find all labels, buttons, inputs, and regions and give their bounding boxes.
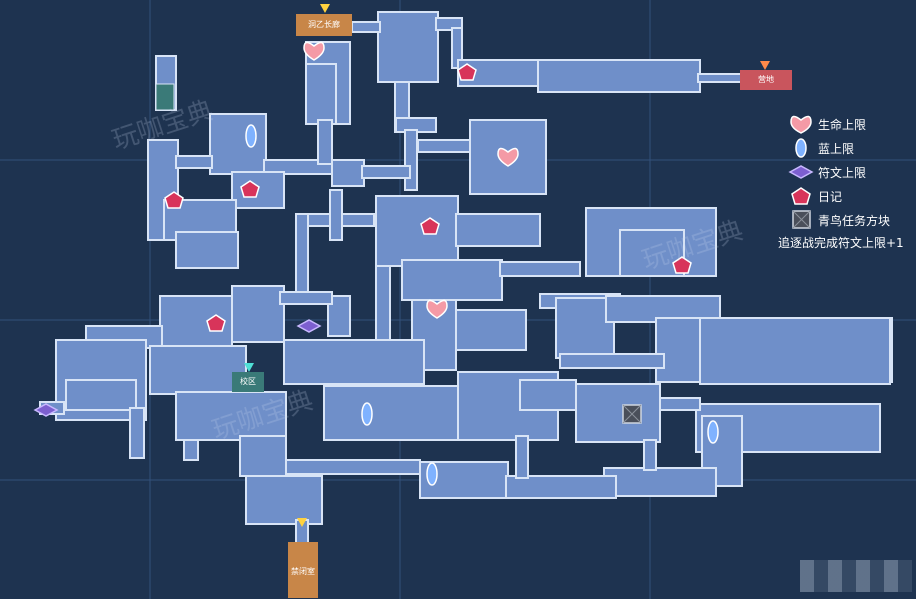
bottom-entrance-marker-icon [297,518,307,527]
red-diary-icon [164,191,184,209]
legend-item: 符文上限 [788,160,916,184]
corridor [295,213,309,295]
corridor [375,265,391,347]
red-diary-icon [791,187,811,205]
purple-rune-icon [788,165,814,179]
room [149,345,247,395]
corridor [351,21,381,33]
corridor [515,435,529,479]
map-collectibles [33,41,719,486]
bluebird-task-block-icon [792,210,811,229]
campus-gate [232,372,264,392]
blue-crystal-icon [707,420,719,444]
right-exit-label: 营地 [758,75,774,84]
corridor [129,407,145,459]
room [519,379,577,411]
map-rooms [39,11,893,545]
room [455,309,527,351]
bottom-entrance-label: 禁闭室 [291,567,315,576]
corridor [279,291,333,305]
legend-note: 追逐战完成符文上限+1 [778,236,904,250]
corridor [417,139,471,153]
legend-item: 蓝上限 [788,136,916,160]
room [575,383,661,443]
red-diary-icon [240,180,260,198]
corridor [643,439,657,471]
corridor [697,73,743,83]
legend-label: 日记 [818,189,843,204]
room [505,475,617,499]
heart-gem-icon [426,299,448,319]
legend-item: 青鸟任务方块 [788,208,916,232]
purple-rune-icon [33,403,59,417]
corridor [175,155,213,169]
room [377,11,439,83]
corridor [317,119,333,165]
blue-crystal-icon [361,402,373,426]
room [175,391,287,441]
corridor [499,261,581,277]
room [699,317,891,385]
map-gates [155,4,792,598]
heart-gem-icon [790,115,812,134]
room [283,339,425,385]
corridor [183,439,199,461]
heart-gem-icon [303,41,325,61]
room [375,195,459,267]
room [455,213,541,247]
corridor [329,189,343,241]
room [231,285,285,343]
room [331,159,365,187]
map-legend: 生命上限 蓝上限 符文上限 日记 青鸟任务方块 追逐战完成符文上限+1 [778,112,916,251]
top-entrance-gate [296,14,352,36]
legend-item: 生命上限 [788,112,916,136]
room [65,379,137,411]
right-exit-marker-icon [760,61,770,70]
room [327,295,351,337]
top-entrance-marker-icon [320,4,330,13]
room [401,259,503,301]
room [245,475,323,525]
bottom-entrance-gate [288,542,318,598]
legend-label: 青鸟任务方块 [818,213,891,228]
bluebird-task-block-icon [622,404,642,424]
blue-crystal-icon [795,138,807,158]
legend-label: 生命上限 [818,117,867,132]
room [239,435,287,477]
heart-gem-icon [497,147,519,167]
room [537,59,701,93]
red-diary-icon [457,63,477,81]
corner-decoration [800,560,912,592]
left-gate [155,83,175,111]
corridor [404,129,418,191]
room [305,63,337,125]
legend-label: 符文上限 [818,165,867,180]
red-diary-icon [420,217,440,235]
room [603,467,717,497]
room [175,231,239,269]
campus-marker-icon [244,363,254,372]
room [619,229,685,277]
legend-label: 蓝上限 [818,141,855,156]
top-entrance-label: 洞乙长廊 [308,20,340,29]
purple-rune-icon [296,319,322,333]
corridor [361,165,411,179]
blue-crystal-icon [426,462,438,486]
blue-crystal-icon [245,124,257,148]
legend-item: 日记 [788,184,916,208]
right-exit-gate [740,70,792,90]
room [209,113,267,175]
corridor [285,459,421,475]
corridor [659,397,701,411]
red-diary-icon [672,256,692,274]
campus-label: 校区 [240,377,256,386]
corridor [559,353,665,369]
red-diary-icon [206,314,226,332]
